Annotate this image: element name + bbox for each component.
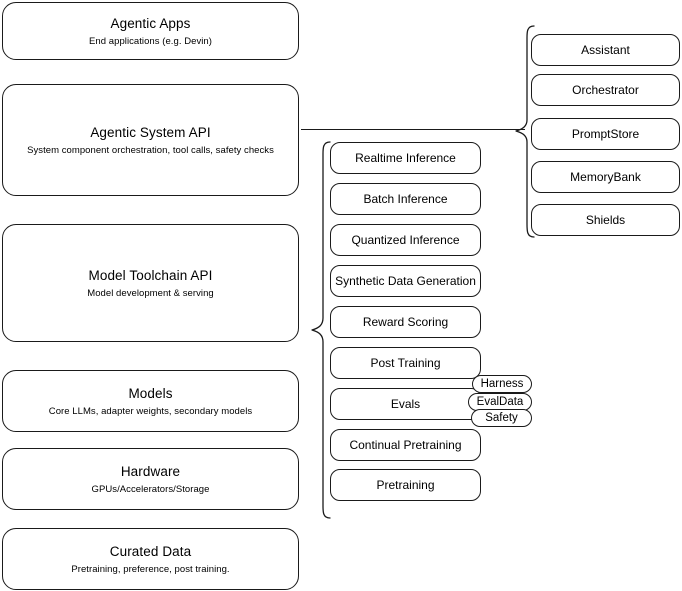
layer-title: Model Toolchain API (88, 267, 213, 283)
system-components-brace (514, 24, 536, 240)
toolchain-item-reward-scoring[interactable]: Reward Scoring (330, 306, 481, 338)
item-label: Synthetic Data Generation (335, 273, 476, 288)
stack-layer-model-toolchain-api[interactable]: Model Toolchain API Model development & … (2, 224, 299, 342)
toolchain-brace (310, 140, 332, 520)
item-label: Orchestrator (572, 82, 639, 97)
badge-label: EvalData (476, 395, 524, 408)
layer-title: Curated Data (109, 543, 192, 559)
connector-system-api-to-components (301, 129, 525, 131)
item-label: Reward Scoring (362, 314, 449, 329)
stack-layer-curated-data[interactable]: Curated Data Pretraining, preference, po… (2, 528, 299, 590)
toolchain-item-continual-pretraining[interactable]: Continual Pretraining (330, 429, 481, 461)
system-component-memorybank[interactable]: MemoryBank (531, 161, 680, 193)
item-label: Evals (390, 396, 421, 411)
layer-subtitle: Pretraining, preference, post training. (71, 563, 230, 575)
item-label: Shields (585, 212, 626, 227)
evals-badge-harness[interactable]: Harness (472, 375, 532, 393)
badge-label: Safety (485, 411, 518, 424)
layer-subtitle: Core LLMs, adapter weights, secondary mo… (48, 405, 253, 417)
toolchain-item-batch-inference[interactable]: Batch Inference (330, 183, 481, 215)
layer-subtitle: Model development & serving (87, 287, 214, 299)
stack-layer-agentic-apps[interactable]: Agentic Apps End applications (e.g. Devi… (2, 2, 299, 60)
stack-layer-agentic-system-api[interactable]: Agentic System API System component orch… (2, 84, 299, 196)
toolchain-item-realtime-inference[interactable]: Realtime Inference (330, 142, 481, 174)
system-component-assistant[interactable]: Assistant (531, 34, 680, 66)
layer-subtitle: System component orchestration, tool cal… (27, 144, 274, 156)
layer-title: Agentic Apps (110, 15, 191, 31)
item-label: Assistant (581, 42, 630, 57)
badge-label: Harness (480, 377, 524, 390)
item-label: Batch Inference (363, 191, 448, 206)
evals-badge-safety[interactable]: Safety (471, 409, 532, 427)
layer-subtitle: End applications (e.g. Devin) (89, 35, 212, 47)
toolchain-item-post-training[interactable]: Post Training (330, 347, 481, 379)
item-label: Continual Pretraining (349, 437, 462, 452)
stack-layer-hardware[interactable]: Hardware GPUs/Accelerators/Storage (2, 448, 299, 510)
item-label: Post Training (370, 355, 441, 370)
item-label: PromptStore (571, 126, 640, 141)
toolchain-item-quantized-inference[interactable]: Quantized Inference (330, 224, 481, 256)
item-label: MemoryBank (570, 169, 641, 184)
layer-title: Agentic System API (90, 124, 211, 140)
toolchain-item-pretraining[interactable]: Pretraining (330, 469, 481, 501)
layer-title: Hardware (120, 463, 181, 479)
toolchain-item-evals[interactable]: Evals (330, 388, 481, 420)
system-component-orchestrator[interactable]: Orchestrator (531, 74, 680, 106)
layer-subtitle: GPUs/Accelerators/Storage (91, 483, 210, 495)
toolchain-item-synthetic-data-generation[interactable]: Synthetic Data Generation (330, 265, 481, 297)
item-label: Realtime Inference (355, 150, 456, 165)
system-component-shields[interactable]: Shields (531, 204, 680, 236)
system-component-promptstore[interactable]: PromptStore (531, 118, 680, 150)
item-label: Quantized Inference (351, 232, 460, 247)
item-label: Pretraining (376, 477, 435, 492)
layer-title: Models (128, 385, 173, 401)
stack-layer-models[interactable]: Models Core LLMs, adapter weights, secon… (2, 370, 299, 432)
